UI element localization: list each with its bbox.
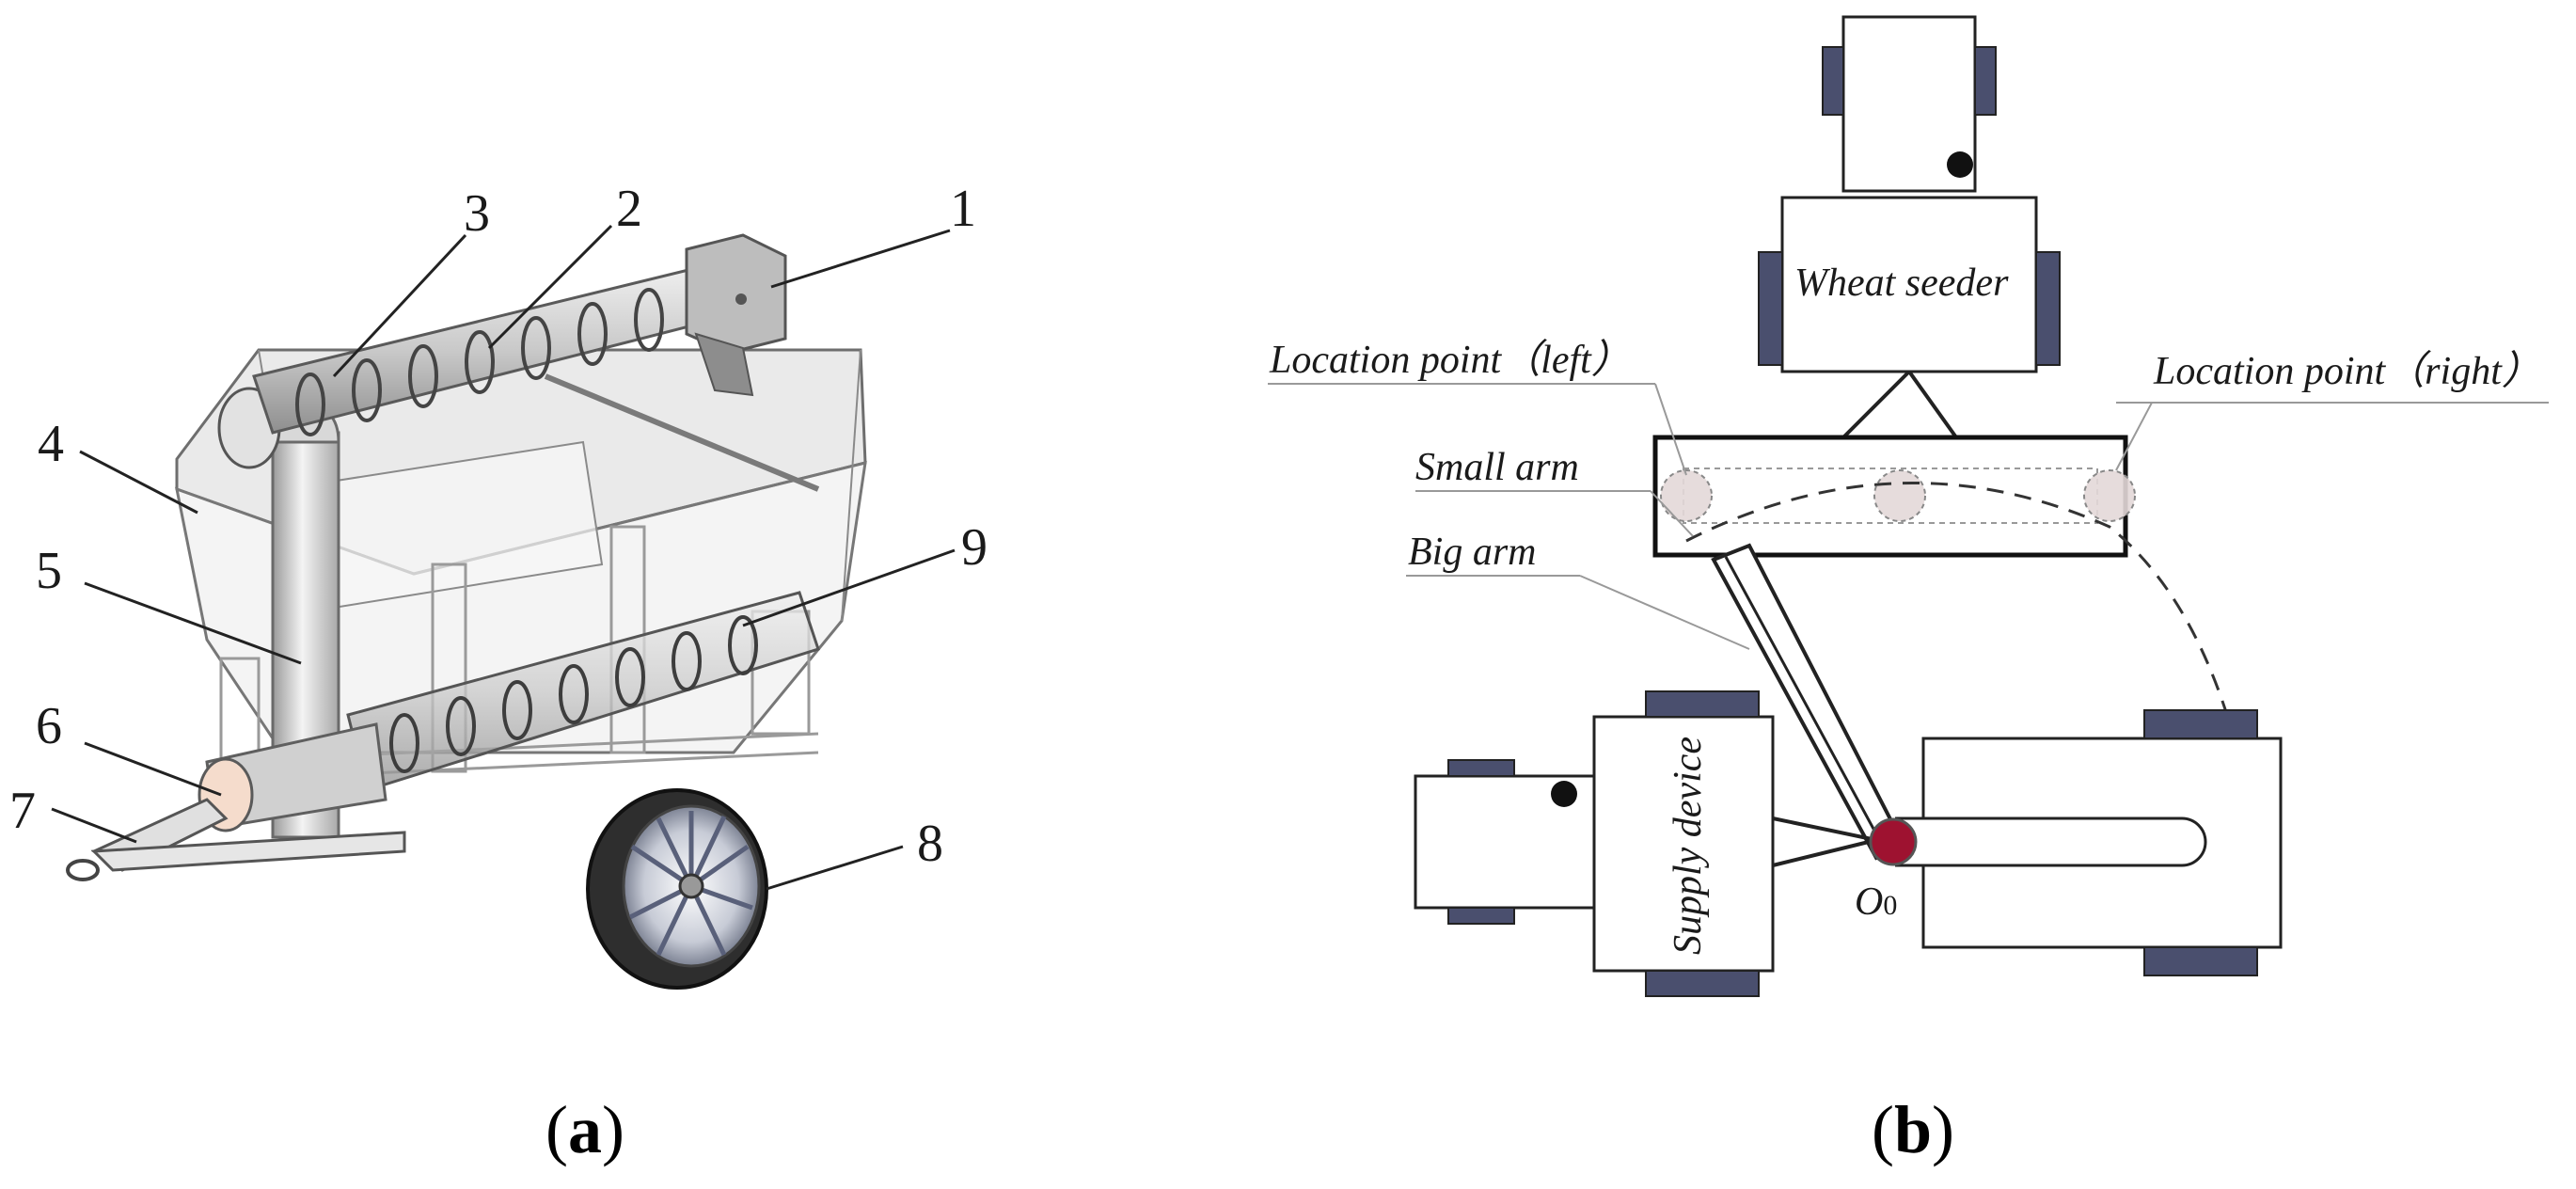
location-point-left-label: Location point（left） <box>1269 339 1631 382</box>
part-number-7: 7 <box>9 782 36 840</box>
pivot-point <box>1869 817 1918 866</box>
small-arm-label: Small arm <box>1415 446 1579 489</box>
right-tractor <box>1895 709 2283 976</box>
location-point-left <box>1660 469 1713 522</box>
leader-lines <box>51 224 956 891</box>
part-number-6: 6 <box>36 697 62 755</box>
part-number-8: 8 <box>917 815 943 873</box>
supply-device: Supply device <box>1414 690 1877 997</box>
part-number-1: 1 <box>950 180 976 238</box>
location-point-right-label: Location point（right） <box>2153 350 2541 393</box>
big-arm-label: Big arm <box>1408 531 1537 574</box>
part-number-4: 4 <box>38 415 64 473</box>
panel-b-caption: (b) <box>1872 1092 1954 1167</box>
origin-label: O0 <box>1855 880 1897 924</box>
top-tractor <box>1822 15 1997 193</box>
seeder-hopper <box>1652 435 2136 558</box>
panel-b-schematic: Wheat seeder Supply dev <box>1268 15 2549 1167</box>
panel-a-caption: (a) <box>545 1092 624 1167</box>
panel-a-3d-model: 1 2 3 4 5 6 7 8 9 (a) <box>9 180 988 1167</box>
upper-auger <box>252 266 717 436</box>
wheat-seeder-label: Wheat seeder <box>1794 262 2009 305</box>
motor-housing <box>685 233 787 397</box>
part-number-9: 9 <box>961 518 988 577</box>
supply-device-label: Supply device <box>1667 737 1710 955</box>
tow-bar <box>66 798 406 881</box>
swing-arc <box>1685 482 2254 819</box>
part-number-2: 2 <box>616 180 642 238</box>
location-point-right <box>2083 469 2136 522</box>
label-leaders <box>1268 383 2549 650</box>
part-number-5: 5 <box>36 542 62 600</box>
lower-auger <box>346 591 820 792</box>
wheel <box>586 788 768 990</box>
part-number-3: 3 <box>464 184 490 243</box>
location-point-middle <box>1873 469 1926 522</box>
wheat-seeder: Wheat seeder <box>1758 196 2061 439</box>
